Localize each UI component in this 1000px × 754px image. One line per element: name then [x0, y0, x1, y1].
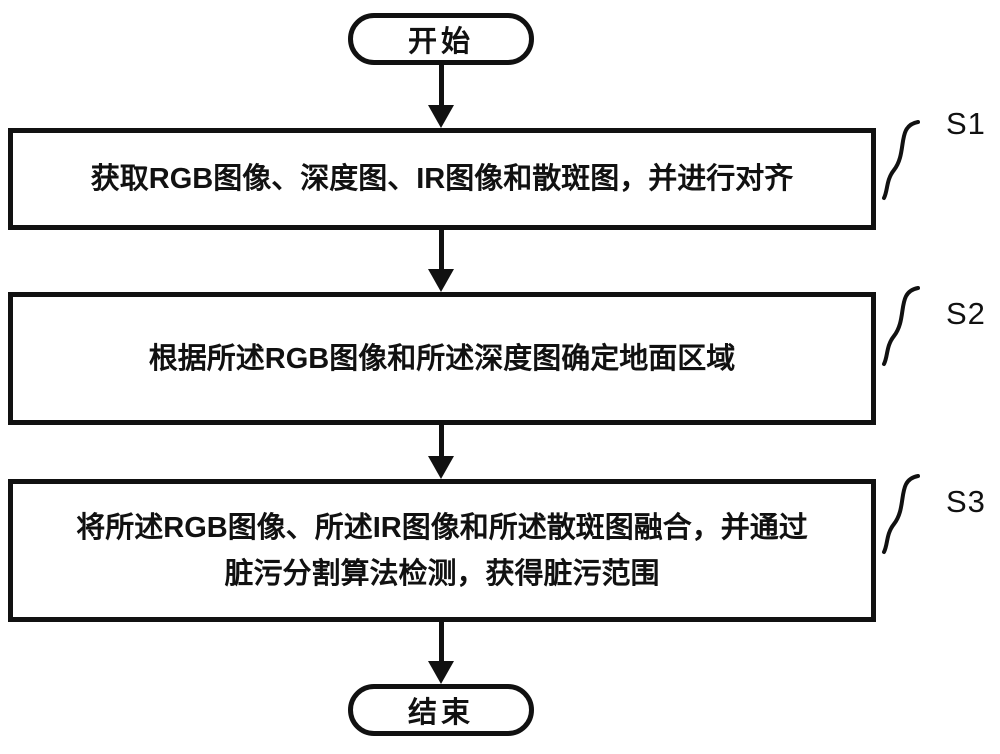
step-label-s3: S3	[946, 484, 986, 519]
arrow-shaft	[438, 622, 444, 661]
step-callout-curve-s1	[882, 120, 920, 200]
arrow-head	[428, 661, 454, 684]
step-text-s3: 将所述RGB图像、所述IR图像和所述散斑图融合，并通过 脏污分割算法检测，获得脏…	[76, 511, 808, 590]
arrow-down-icon	[428, 230, 454, 292]
arrow-down-icon	[428, 622, 454, 684]
step-label-s1: S1	[946, 106, 986, 141]
end-node-label: 结束	[407, 697, 474, 729]
step-box-s3: 将所述RGB图像、所述IR图像和所述散斑图融合，并通过 脏污分割算法检测，获得脏…	[8, 479, 876, 622]
step-callout-curve-s2	[882, 286, 920, 366]
end-node: 结束	[348, 684, 534, 736]
arrow-shaft	[438, 65, 444, 105]
arrow-head	[428, 456, 454, 479]
arrow-head	[428, 105, 454, 128]
arrow-shaft	[438, 425, 444, 456]
step-text-s1: 获取RGB图像、深度图、IR图像和散斑图，并进行对齐	[90, 163, 794, 195]
start-node: 开始	[348, 13, 534, 65]
arrow-down-icon	[428, 425, 454, 479]
step-box-s2: 根据所述RGB图像和所述深度图确定地面区域	[8, 292, 876, 425]
step-box-s1: 获取RGB图像、深度图、IR图像和散斑图，并进行对齐	[8, 128, 876, 230]
arrow-shaft	[438, 230, 444, 269]
step-text-s2: 根据所述RGB图像和所述深度图确定地面区域	[148, 342, 736, 375]
arrow-down-icon	[428, 65, 454, 128]
start-node-label: 开始	[407, 26, 474, 58]
step-callout-curve-s3	[882, 474, 920, 554]
step-label-s2: S2	[946, 296, 986, 331]
arrow-head	[428, 269, 454, 292]
